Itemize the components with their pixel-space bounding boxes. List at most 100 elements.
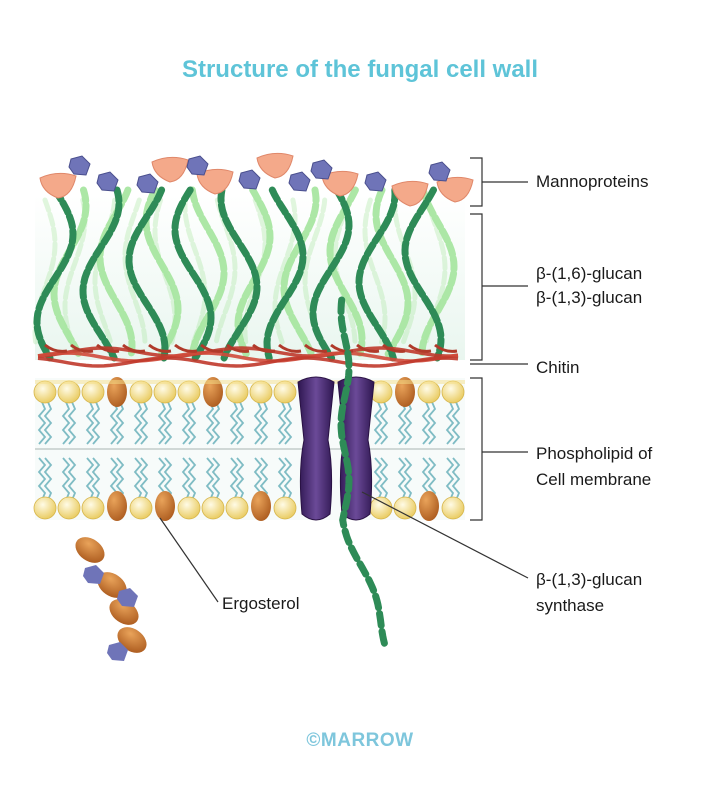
phospholipid-head (441, 496, 465, 520)
bracket-glucan (470, 213, 483, 361)
lipid-tail (181, 401, 191, 445)
lipid-tail (253, 401, 263, 445)
mannoprotein (391, 180, 429, 207)
bracket-membrane (470, 377, 483, 521)
phospholipid-head (369, 496, 393, 520)
beta-16-glucan-strand (326, 186, 366, 358)
mannoproteins (39, 152, 474, 207)
beta-16-glucan-strand (418, 186, 458, 358)
lipid-tail (451, 401, 461, 445)
cell-membrane (33, 377, 465, 521)
phospholipid-head (33, 496, 57, 520)
chitin-link (226, 343, 250, 353)
chitin-link (148, 343, 172, 353)
lipid-tail (259, 401, 269, 445)
ergosterol-unit (75, 537, 105, 563)
sugar-group (83, 565, 104, 584)
phospholipid-head (273, 380, 297, 404)
mannose-group (136, 173, 159, 194)
lipid-tail (235, 457, 245, 501)
beta-13-glucan-strand (171, 186, 215, 362)
mannose-group (68, 155, 91, 176)
label-synthase-1: β-(1,3)-glucan (536, 570, 643, 589)
chitin-link (304, 343, 328, 353)
lipid-tail (43, 401, 53, 445)
phospholipid-head (153, 380, 177, 404)
lipid-tail (163, 457, 173, 501)
chitin-link (356, 343, 380, 353)
lipid-tail (37, 401, 47, 445)
label-phospholipid-2: Cell membrane (536, 470, 652, 489)
phospholipid-head (57, 380, 81, 404)
mannose-group (310, 159, 333, 180)
lipid-tail (451, 457, 461, 501)
lipid-tail (181, 457, 191, 501)
phospholipid-head (393, 496, 417, 520)
lipid-tail (277, 401, 287, 445)
chitin-link (330, 343, 354, 353)
lipid-tail (163, 401, 173, 445)
phospholipid-head (81, 380, 105, 404)
phospholipid-head (177, 380, 201, 404)
lipid-tail (91, 401, 101, 445)
ergosterol-unit (117, 627, 147, 653)
lipid-tail (91, 457, 101, 501)
lipid-tail (235, 401, 245, 445)
chitin-link (252, 343, 276, 353)
lipid-tail (445, 401, 455, 445)
label-beta-16-glucan: β-(1,6)-glucan (536, 264, 643, 283)
mannoprotein (321, 170, 359, 197)
mannoprotein (151, 156, 189, 183)
chitin-link (174, 343, 198, 353)
chitin-link (278, 343, 302, 353)
beta-13-glucan-strand (79, 186, 123, 362)
lipid-tail (373, 457, 383, 501)
chitin-link (382, 343, 406, 353)
lipid-tail (157, 401, 167, 445)
mannose-group (288, 171, 311, 192)
beta-16-glucan-strand (188, 186, 228, 358)
chitin-fiber (37, 356, 459, 368)
chitin-link (434, 343, 458, 353)
ergosterol-molecule (419, 491, 439, 521)
lipid-tail (379, 401, 389, 445)
lipid-tail (139, 401, 149, 445)
lipid-tail (115, 457, 125, 501)
chitin-link (122, 343, 146, 353)
phospholipid-head (177, 496, 201, 520)
lipid-tail (115, 401, 125, 445)
lipid-tail (85, 401, 95, 445)
label-phospholipid-1: Phospholipid of (536, 444, 653, 463)
label-ergosterol: Ergosterol (222, 594, 300, 613)
chitin-link (200, 343, 224, 353)
chitin-link (44, 343, 68, 353)
lipid-tail (403, 457, 413, 501)
chitin-fiber (37, 351, 459, 363)
lipid-tail (205, 457, 215, 501)
beta-13-glucan-strand (125, 186, 169, 362)
phospholipid-head (57, 496, 81, 520)
mannose-group (364, 171, 387, 192)
lipid-tail (211, 457, 221, 501)
copyright-logo: ©MARROW (306, 730, 414, 751)
lipid-tail (397, 401, 407, 445)
ergosterol-molecule (203, 377, 223, 407)
chitin-layer (37, 343, 459, 368)
beta-13-glucan-strand (263, 186, 307, 362)
ergosterol-molecule (155, 491, 175, 521)
glucan-chains (32, 186, 458, 362)
leader-synthase (361, 491, 529, 579)
lipid-tail (139, 457, 149, 501)
phospholipid-head (225, 496, 249, 520)
lipid-tail (61, 457, 71, 501)
phospholipid-head (273, 496, 297, 520)
lipid-tail (379, 457, 389, 501)
glucan-strand-faint (362, 197, 388, 347)
label-chitin: Chitin (536, 358, 580, 377)
mannoprotein (196, 168, 234, 195)
phospholipid-head (129, 380, 153, 404)
lipid-tail (427, 401, 437, 445)
ergosterol-chain (75, 537, 147, 661)
mannose-group (186, 155, 209, 176)
label-synthase-2: synthase (536, 596, 605, 615)
